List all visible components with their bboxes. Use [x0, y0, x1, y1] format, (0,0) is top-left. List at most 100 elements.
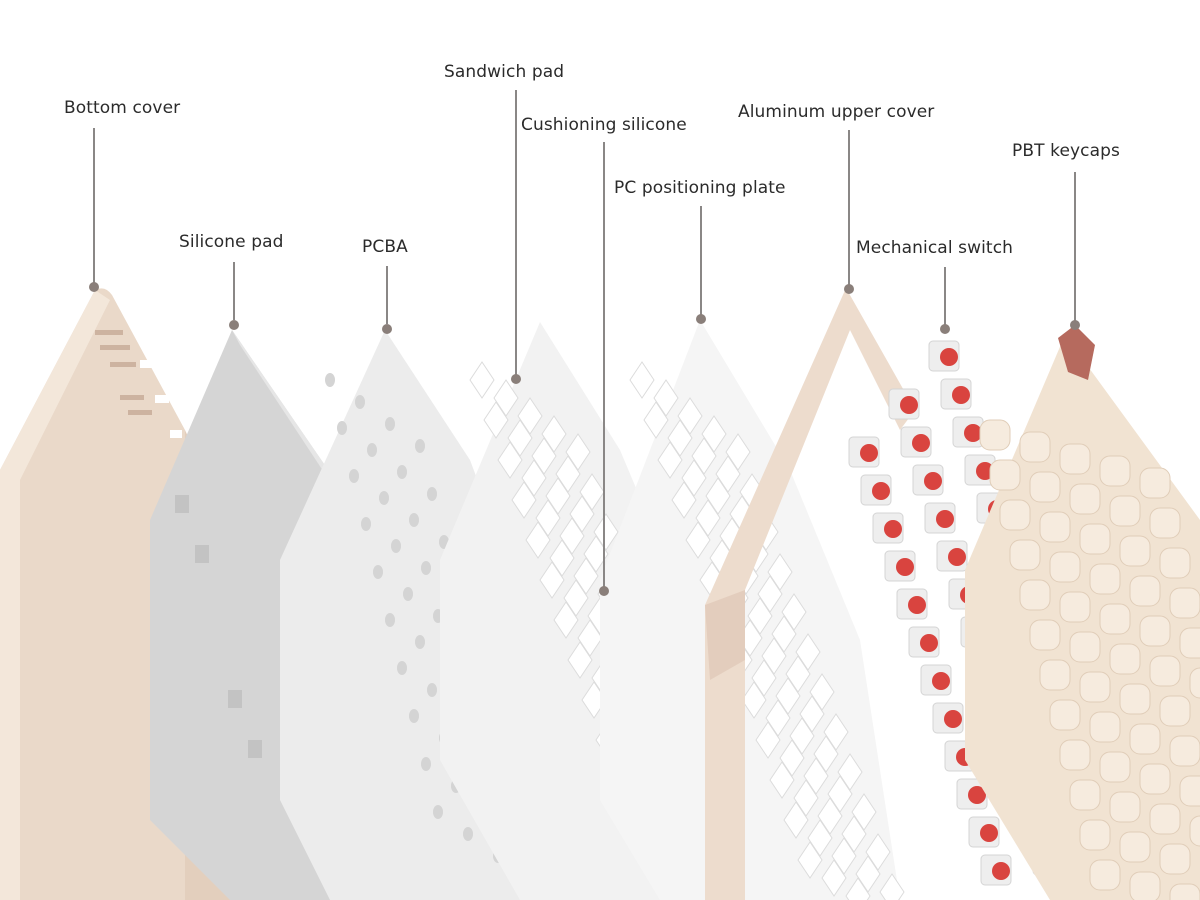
keycap: [1079, 819, 1111, 851]
lattice-cell: [535, 499, 561, 537]
lattice-cell: [851, 793, 877, 831]
keycap: [1129, 723, 1161, 755]
switch: [980, 854, 1012, 886]
lattice-cell: [767, 553, 793, 591]
lattice-cell: [769, 761, 795, 799]
anchor-dot-bottom-cover: [89, 282, 99, 292]
lattice-cell: [583, 535, 609, 573]
lattice-cell: [823, 713, 849, 751]
label-bottom-cover: Bottom cover: [64, 98, 181, 118]
anchor-dot-cushioning-silicone: [599, 586, 609, 596]
lattice-cell: [567, 641, 593, 679]
leader-line-cushioning-silicone: [603, 142, 605, 590]
pcba-hole: [433, 805, 443, 819]
keycap: [1059, 739, 1091, 771]
esc-keycap: [1058, 325, 1095, 380]
lattice-cell: [747, 597, 773, 635]
pcba-hole: [385, 613, 395, 627]
keycap: [1069, 779, 1101, 811]
lattice-cell: [681, 459, 707, 497]
keycap: [1079, 523, 1111, 555]
lattice-cell: [677, 397, 703, 435]
label-cushioning-silicone: Cushioning silicone: [521, 115, 687, 135]
switch: [956, 778, 988, 810]
lattice-cell: [497, 441, 523, 479]
lattice-cell: [553, 601, 579, 639]
keycap: [1129, 575, 1161, 607]
lattice-cell: [793, 779, 819, 817]
lattice-cell: [751, 659, 777, 697]
lattice-cell: [757, 575, 783, 613]
pcba-hole: [463, 827, 473, 841]
lattice-cell: [555, 455, 581, 493]
switch: [912, 464, 944, 496]
label-pc-positioning-plate: PC positioning plate: [614, 178, 786, 198]
pcba-hole: [403, 587, 413, 601]
lattice-cell: [781, 593, 807, 631]
keycap: [1059, 443, 1091, 475]
anchor-dot-mechanical-switch: [940, 324, 950, 334]
switch: [908, 626, 940, 658]
lattice-cell: [855, 855, 881, 893]
switch: [900, 426, 932, 458]
keycap: [1169, 883, 1200, 900]
keycap: [1149, 507, 1181, 539]
keycap: [1129, 871, 1161, 900]
keycap: [1089, 711, 1121, 743]
keycap: [1189, 815, 1200, 847]
switch: [924, 502, 956, 534]
anchor-dot-sandwich-pad: [511, 374, 521, 384]
keycap: [1069, 483, 1101, 515]
switch: [888, 388, 920, 420]
pcba-hole: [427, 683, 437, 697]
pcba-hole: [361, 517, 371, 531]
switch: [848, 436, 880, 468]
anchor-dot-aluminum-upper-cover: [844, 284, 854, 294]
keycap: [1079, 671, 1111, 703]
keycap: [1099, 751, 1131, 783]
switch: [920, 664, 952, 696]
keycap: [979, 419, 1011, 451]
pcba-hole: [355, 395, 365, 409]
leader-line-aluminum-upper-cover: [848, 130, 850, 286]
keycap: [1149, 803, 1181, 835]
leader-line-pcba: [386, 266, 388, 324]
pcba-hole: [409, 709, 419, 723]
keycap: [1139, 467, 1171, 499]
lattice-cell: [701, 415, 727, 453]
pcba-hole: [367, 443, 377, 457]
lattice-cell: [771, 615, 797, 653]
lattice-cell: [775, 677, 801, 715]
pcba-hole: [385, 417, 395, 431]
lattice-cell: [525, 521, 551, 559]
pcba-hole: [421, 561, 431, 575]
lattice-cell: [799, 695, 825, 733]
switch: [872, 512, 904, 544]
lattice-cell: [755, 721, 781, 759]
lattice-cell: [531, 437, 557, 475]
switch: [884, 550, 916, 582]
lattice-cell: [837, 753, 863, 791]
pcba-hole: [349, 469, 359, 483]
lattice-cell: [653, 379, 679, 417]
lattice-cell: [783, 801, 809, 839]
lattice-cell: [841, 815, 867, 853]
keycap: [1179, 627, 1200, 659]
switch: [940, 378, 972, 410]
keycap: [1139, 615, 1171, 647]
pcba-hole: [379, 491, 389, 505]
keycap: [1169, 587, 1200, 619]
pcba-hole: [397, 465, 407, 479]
keycap: [1029, 619, 1061, 651]
keycap: [1089, 563, 1121, 595]
label-pcba: PCBA: [362, 237, 408, 257]
leader-line-pbt-keycaps: [1074, 172, 1076, 322]
lattice-cell: [813, 735, 839, 773]
lattice-cell: [795, 633, 821, 671]
lattice-cell: [695, 499, 721, 537]
leader-line-sandwich-pad: [515, 90, 517, 375]
lattice-cell: [563, 579, 589, 617]
lattice-cell: [483, 401, 509, 439]
keycap: [1049, 551, 1081, 583]
lattice-cell: [809, 673, 835, 711]
